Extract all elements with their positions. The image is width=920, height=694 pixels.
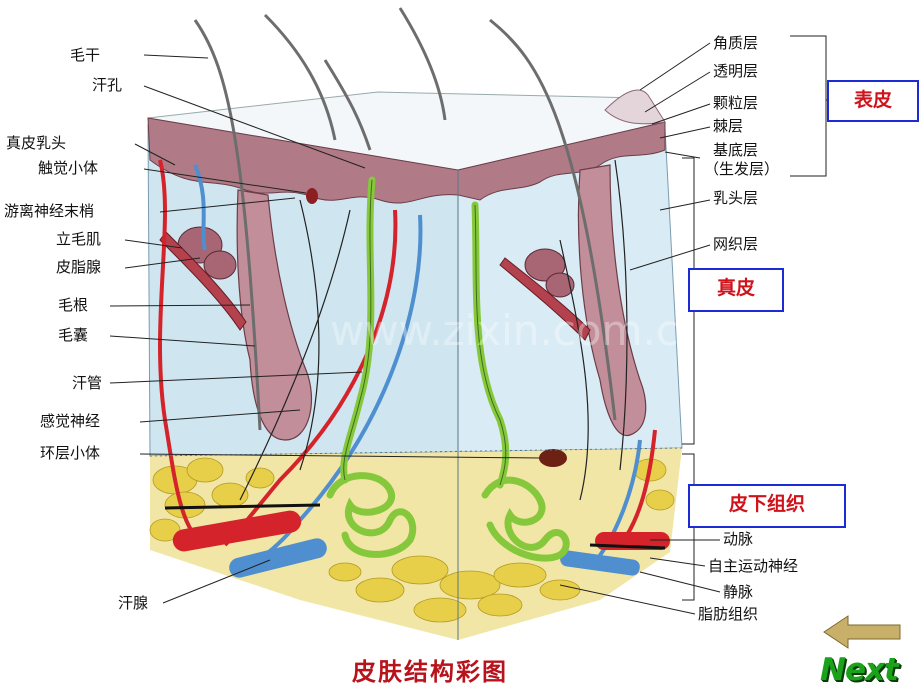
fat-lobules bbox=[149, 457, 675, 623]
label-sensory-nerve: 感觉神经 bbox=[40, 412, 101, 430]
label-free-nerve-ending: 游离神经末梢 bbox=[4, 202, 95, 220]
lamellar-corpuscle-shape bbox=[539, 449, 567, 467]
label-adipose-tissue: 脂肪组织 bbox=[698, 605, 759, 623]
label-lamellar-corpuscle: 环层小体 bbox=[40, 444, 101, 462]
label-stratum-granulosum: 颗粒层 bbox=[713, 94, 759, 112]
region-box-dermis: 真皮 bbox=[688, 268, 784, 312]
label-sweat-pore: 汗孔 bbox=[92, 76, 123, 94]
region-box-subcutaneous: 皮下组织 bbox=[688, 484, 846, 528]
leader-lines-left bbox=[109, 54, 541, 604]
back-arrow-icon[interactable] bbox=[822, 614, 902, 650]
label-dermal-papilla: 真皮乳头 bbox=[6, 134, 67, 152]
label-reticular-layer: 网织层 bbox=[713, 235, 759, 253]
label-papillary-layer: 乳头层 bbox=[713, 189, 759, 207]
leader-lines-right bbox=[559, 42, 721, 615]
peeled-corneum bbox=[604, 89, 666, 125]
label-stratum-lucidum: 透明层 bbox=[713, 62, 759, 80]
watermark: www.zixin.com.cn bbox=[330, 306, 706, 355]
label-arrector-pili: 立毛肌 bbox=[56, 230, 102, 248]
region-box-epidermis: 表皮 bbox=[827, 80, 919, 122]
main-vessels bbox=[164, 503, 670, 578]
tactile-corpuscle-shape bbox=[306, 188, 318, 204]
label-sweat-duct: 汗管 bbox=[72, 374, 103, 392]
label-germinal-layer: （生发层） bbox=[704, 160, 780, 178]
label-stratum-basale: 基底层 bbox=[713, 141, 759, 159]
label-hair-root: 毛根 bbox=[58, 296, 89, 314]
label-tactile-corpuscle: 触觉小体 bbox=[38, 159, 99, 177]
label-autonomic-nerve: 自主运动神经 bbox=[708, 557, 799, 575]
label-stratum-spinosum: 棘层 bbox=[713, 117, 744, 135]
hair-shafts bbox=[193, 7, 617, 431]
label-stratum-corneum: 角质层 bbox=[713, 34, 759, 52]
next-button[interactable]: Next bbox=[820, 652, 899, 688]
sebaceous-glands bbox=[177, 226, 575, 298]
hair-follicle-right bbox=[577, 164, 647, 437]
diagram-title: 皮肤结构彩图 bbox=[352, 658, 508, 686]
label-artery: 动脉 bbox=[723, 530, 754, 548]
epidermis-band-right bbox=[457, 121, 666, 201]
label-sweat-gland: 汗腺 bbox=[118, 594, 149, 612]
label-sebaceous-gland: 皮脂腺 bbox=[56, 258, 102, 276]
label-vein: 静脉 bbox=[723, 583, 754, 601]
cube-edges bbox=[149, 170, 683, 640]
label-hair-follicle: 毛囊 bbox=[58, 326, 89, 344]
label-hair-shaft: 毛干 bbox=[70, 46, 101, 64]
nerves bbox=[239, 159, 628, 501]
